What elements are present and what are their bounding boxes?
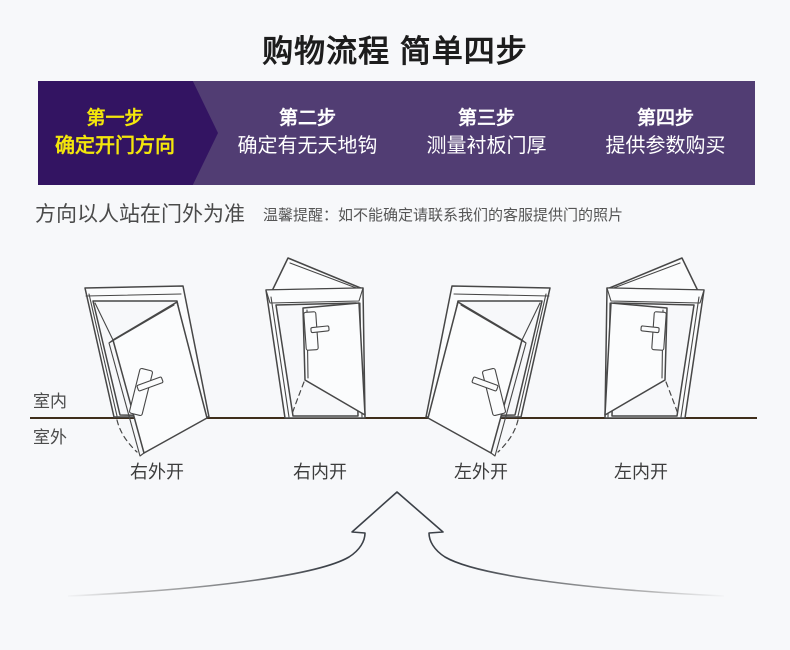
direction-rule-text: 方向以人站在门外为准	[35, 203, 245, 226]
step-3: 第三步 测量衬板门厚	[397, 81, 576, 185]
door-label-left-outward: 左外开	[454, 462, 508, 482]
step-1-title: 第一步	[86, 108, 144, 129]
step-4-title: 第四步	[636, 108, 694, 129]
step-1-active-chevron: 第一步 确定开门方向	[38, 81, 218, 185]
step-2-desc: 确定有无天地钩	[237, 135, 378, 157]
door-label-right-inward: 右内开	[293, 462, 347, 482]
step-3-title: 第三步	[457, 108, 515, 129]
door-label-right-outward: 右外开	[130, 462, 184, 482]
step-2: 第二步 确定有无天地钩	[218, 81, 397, 185]
indoor-outdoor-divider-line	[30, 417, 757, 419]
page-title: 购物流程 简单四步	[262, 34, 528, 69]
outdoor-label: 室外	[33, 428, 67, 447]
up-arrow-swoosh-icon	[67, 491, 725, 597]
step-1-desc: 确定开门方向	[55, 135, 175, 157]
step-4-desc: 提供参数购买	[605, 135, 726, 157]
step-4: 第四步 提供参数购买	[576, 81, 755, 185]
step-2-title: 第二步	[278, 108, 336, 129]
door-illustration-right-outward-icon	[84, 285, 210, 457]
door-illustration-left-outward-icon	[425, 285, 551, 457]
reminder-text: 温馨提醒：如不能确定请联系我们的客服提供门的照片	[263, 207, 624, 224]
step-3-desc: 测量衬板门厚	[426, 135, 547, 157]
door-illustration-left-inward-icon	[604, 257, 705, 419]
door-illustration-right-inward-icon	[265, 257, 366, 419]
door-label-left-inward: 左内开	[614, 462, 668, 482]
steps-banner: 第一步 确定开门方向 第二步 确定有无天地钩 第三步 测量衬板门厚 第四步 提供…	[38, 81, 755, 185]
steps-2-4-container: 第二步 确定有无天地钩 第三步 测量衬板门厚 第四步 提供参数购买	[218, 81, 755, 185]
indoor-label: 室内	[33, 392, 67, 411]
